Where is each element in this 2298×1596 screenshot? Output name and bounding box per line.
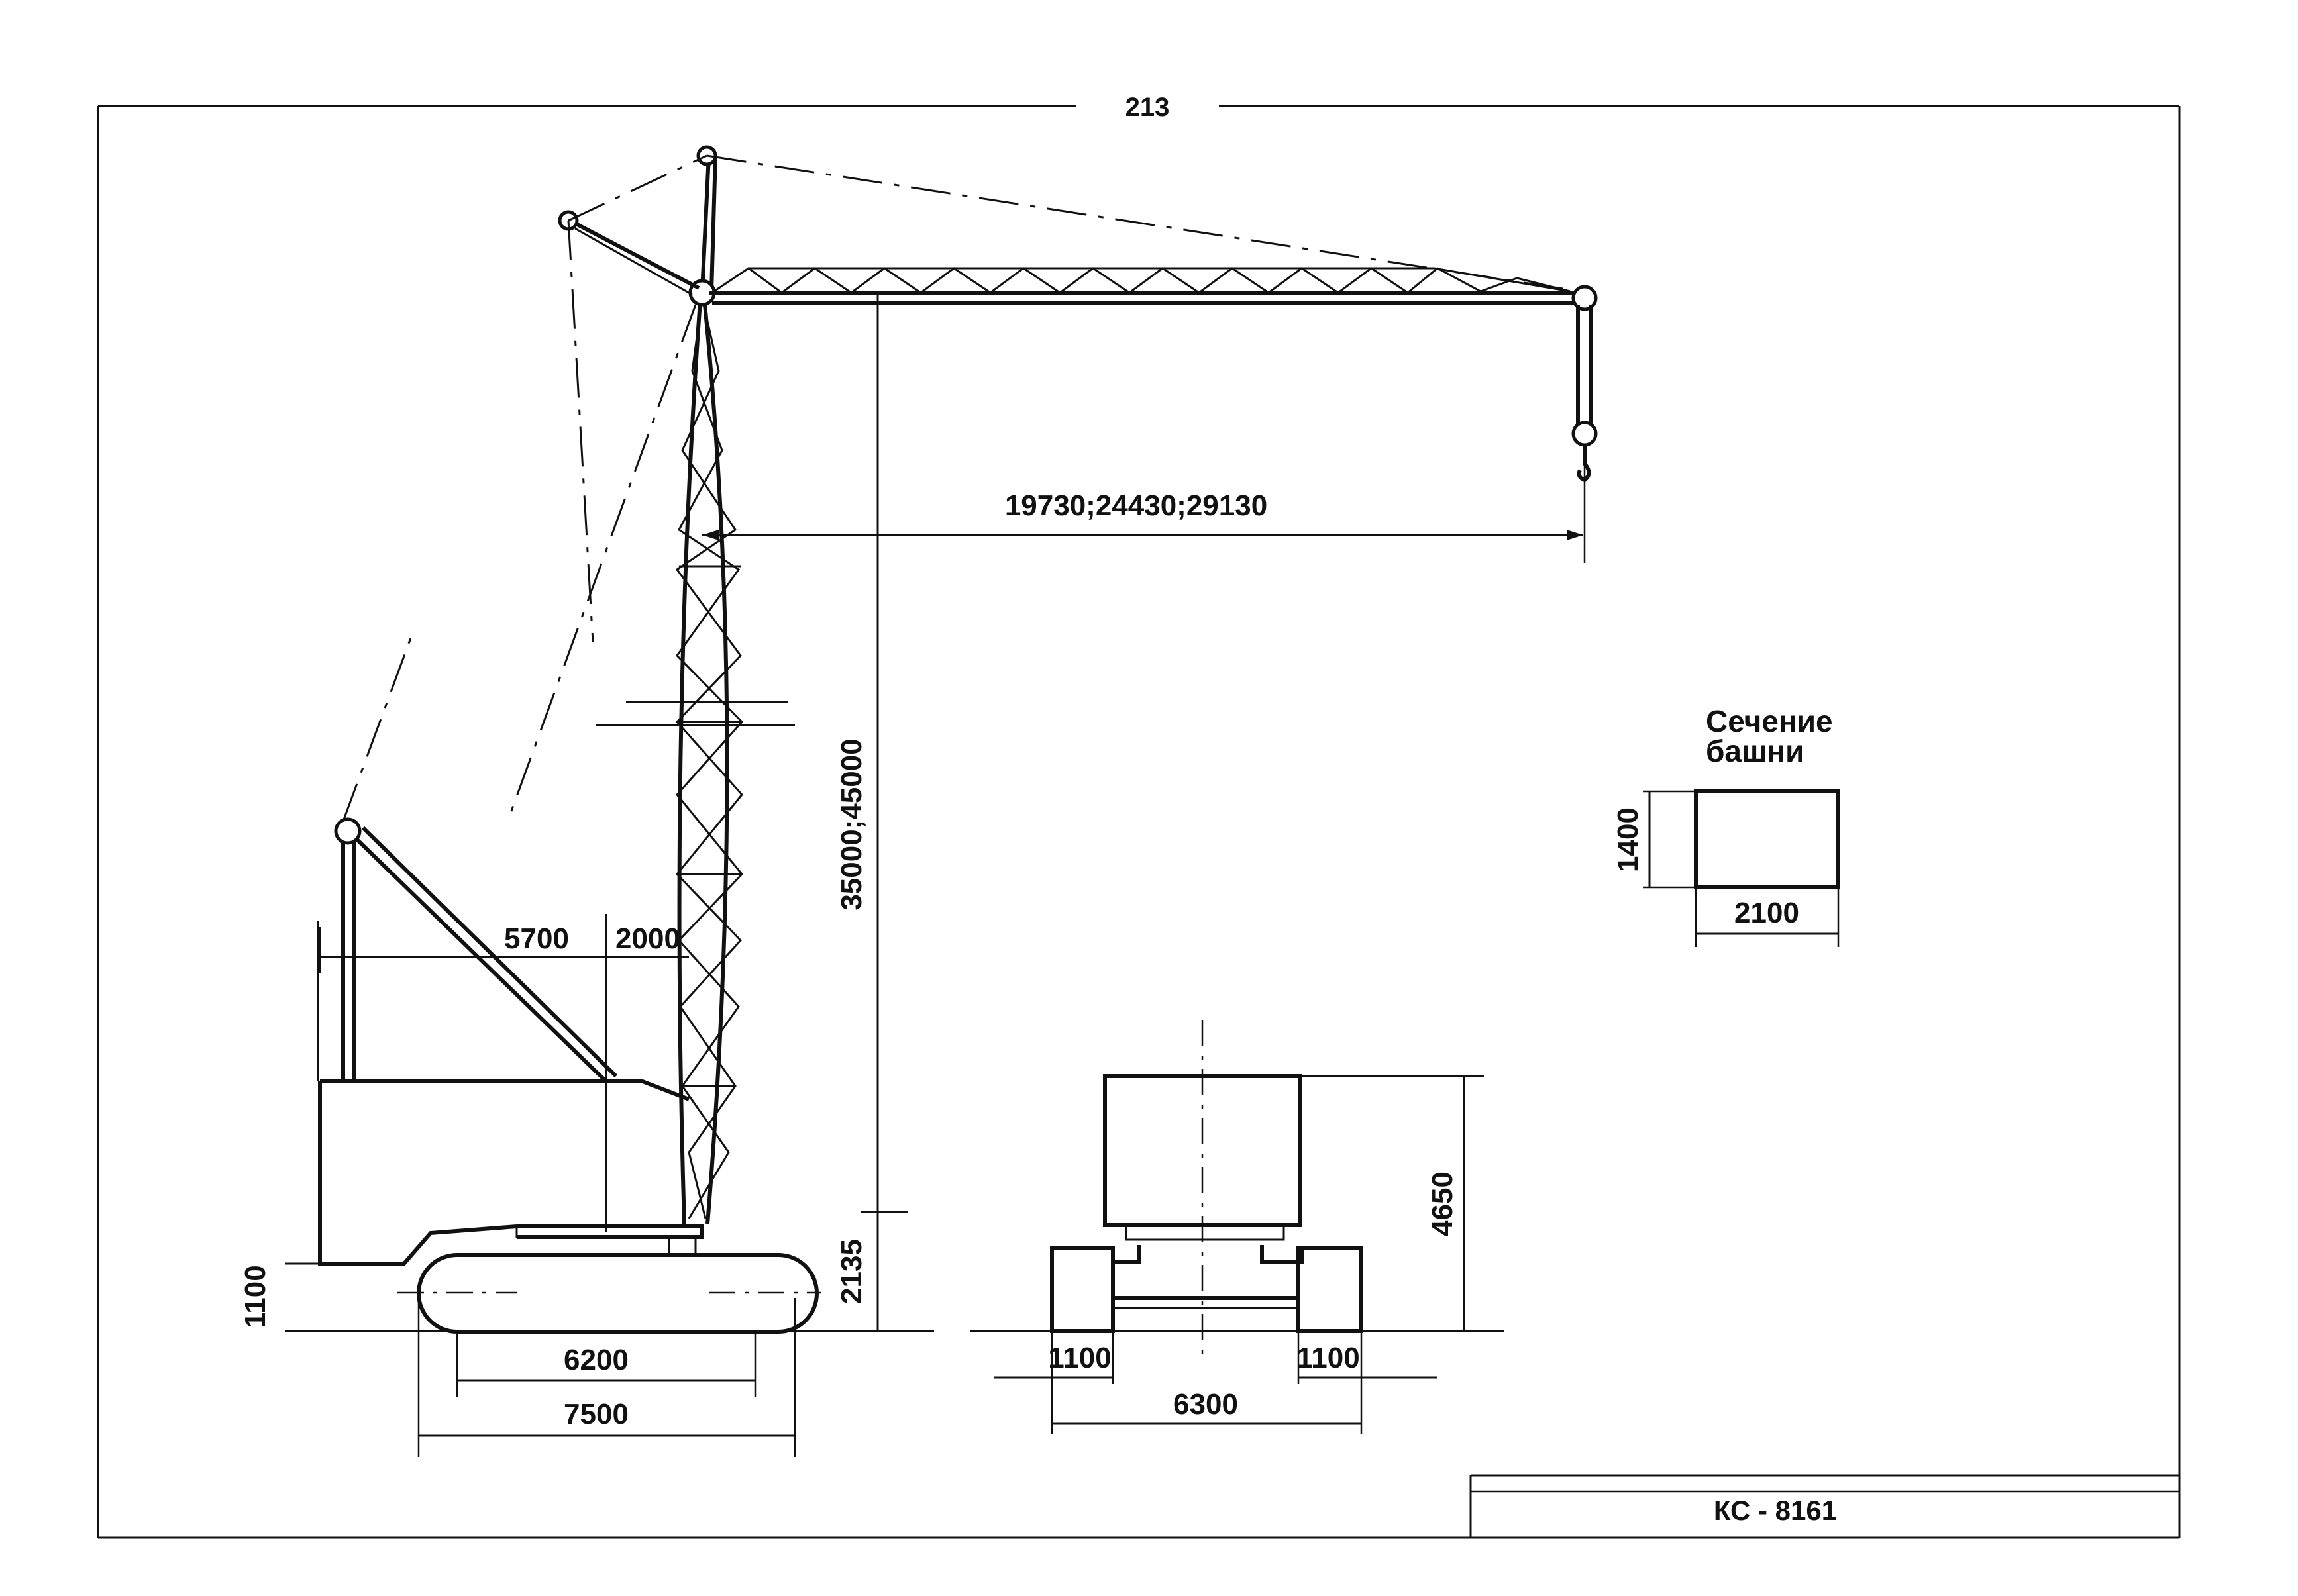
sheet-frame [97, 105, 2181, 1539]
dim-track-length-label: 7500 [564, 1398, 629, 1430]
boom-strut [509, 154, 707, 815]
dim-counter-offset-label: 2000 [615, 923, 680, 955]
dim-track-base [456, 1331, 757, 1397]
dim-track-width-right-label: 1100 [1296, 1342, 1359, 1374]
dim-cab-height-label: 4650 [1426, 1172, 1459, 1236]
dim-cab-height [1300, 1075, 1484, 1331]
section-width-label: 2100 [1734, 897, 1799, 929]
dim-gauge-label: 6300 [1173, 1388, 1238, 1421]
dim-jib-reach-label: 19730;24430;29130 [1005, 489, 1267, 522]
dim-counter-reach [319, 914, 689, 1232]
dim-track-base-label: 6200 [564, 1344, 629, 1376]
dim-tower-height [861, 293, 908, 1331]
counter-mast [317, 628, 618, 1083]
section-height-label: 1400 [1612, 807, 1644, 872]
tower-section [1643, 789, 1840, 947]
page-number: 213 [1125, 93, 1170, 122]
hook-block [1571, 285, 1598, 483]
dim-track-height-label: 1100 [239, 1265, 272, 1328]
dim-jib-reach [702, 444, 1586, 563]
title-block [1469, 1474, 2179, 1538]
tower-mast [596, 145, 795, 1224]
dim-counter-reach-label: 5700 [504, 923, 569, 955]
dim-tower-height-label: 35000;45000 [835, 738, 868, 910]
crane-body [318, 1079, 704, 1266]
section-title-line1: Сечение [1706, 704, 1833, 738]
model-label: КС - 8161 [1714, 1495, 1837, 1526]
dim-track-length [417, 1298, 796, 1457]
section-title-line2: башни [1706, 734, 1804, 768]
front-view [1050, 1020, 1363, 1358]
jib [706, 154, 1581, 305]
crawler-track [397, 1253, 821, 1334]
dim-track-height [285, 1262, 320, 1332]
dim-track-width-left-label: 1100 [1048, 1342, 1111, 1374]
dim-front-widths [994, 1331, 1437, 1434]
dim-base-height-label: 2135 [835, 1239, 868, 1304]
